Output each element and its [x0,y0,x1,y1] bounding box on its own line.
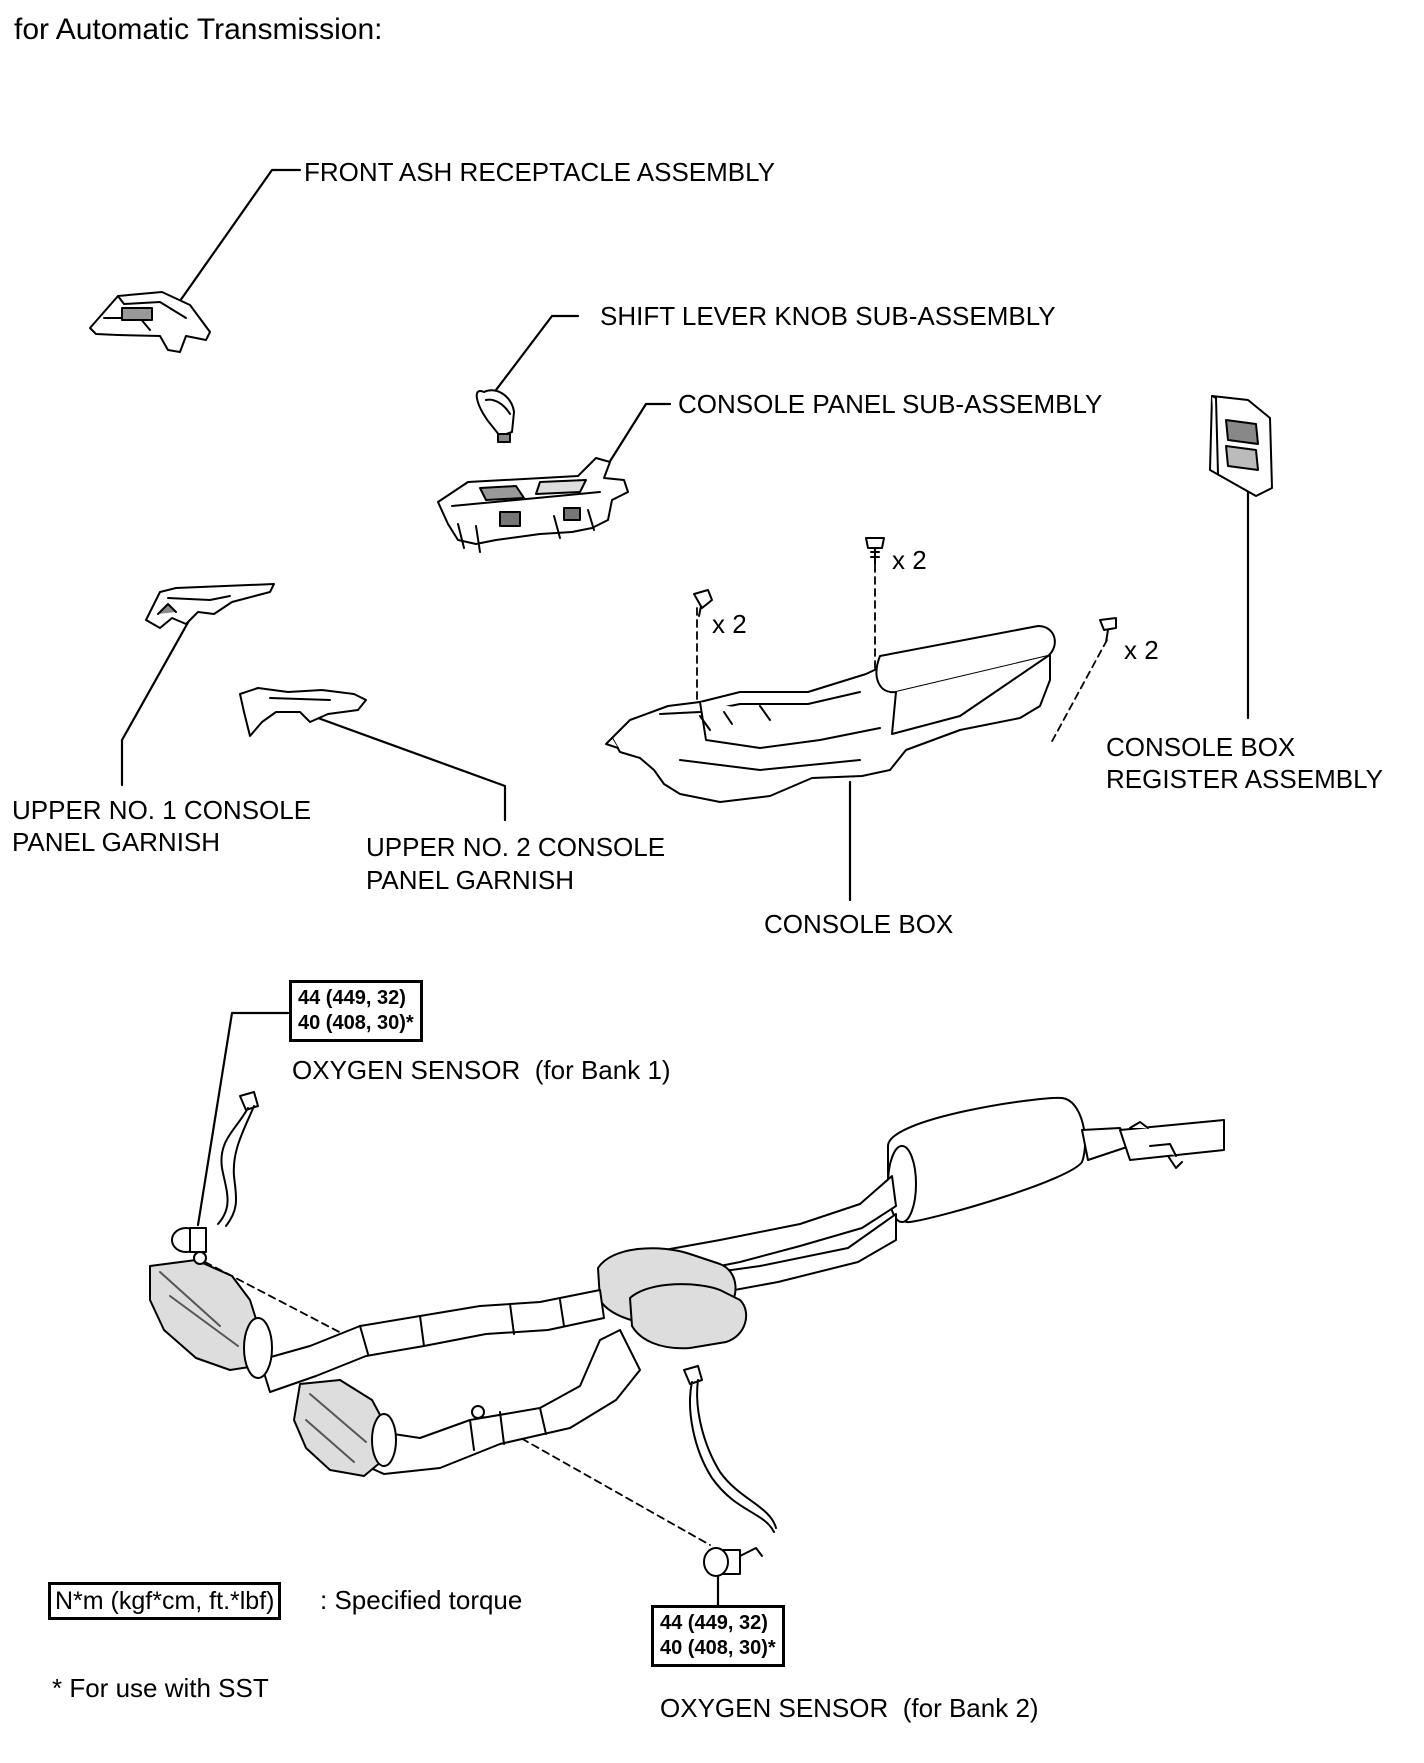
label-shift-lever-knob: SHIFT LEVER KNOB SUB-ASSEMBLY [600,301,1056,331]
exhaust-drawing [149,1096,1225,1477]
front-ash-receptacle-drawing [89,291,211,353]
label-garnish1-line2: PANEL GARNISH [12,827,221,857]
qty-screw-top: x 2 [892,545,927,575]
torque-unit-box: N*m (kgf*cm, ft.*lbf) [48,1582,282,1620]
torque-spec-bank1: 44 (449, 32) 40 (408, 30)* [289,980,423,1042]
o2-bank1-name: OXYGEN SENSOR [292,1055,521,1085]
label-garnish2-line2: PANEL GARNISH [366,865,575,895]
screw-top [865,537,885,565]
label-console-box: CONSOLE BOX [764,909,954,939]
console-register-drawing [1209,395,1273,497]
torque-bank1-line1: 44 (449, 32) [298,987,406,1009]
label-front-ash-receptacle: FRONT ASH RECEPTACLE ASSEMBLY [304,157,776,187]
garnish1-drawing [145,583,275,629]
torque-bank1-line2: 40 (408, 30)* [298,1012,414,1034]
o2-sensor-bank2-drawing [683,1365,777,1577]
shift-knob-drawing [475,389,515,443]
label-garnish1-line1: UPPER NO. 1 CONSOLE [12,795,312,825]
torque-spec-bank2: 44 (449, 32) 40 (408, 30)* [651,1605,785,1667]
label-o2-bank2: OXYGEN SENSOR (for Bank 2) [660,1692,1039,1724]
torque-bank2-line2: 40 (408, 30)* [660,1637,776,1659]
clip-left [693,589,713,617]
torque-unit-description: : Specified torque [320,1585,523,1615]
console-panel-drawing [437,457,629,553]
leader-lines [120,168,1250,1610]
screw-right [1099,617,1117,643]
o2-bank1-note: (for Bank 1) [534,1055,671,1085]
qty-screw-right: x 2 [1124,635,1159,665]
diagram-heading: for Automatic Transmission: [14,13,383,46]
label-o2-bank1: OXYGEN SENSOR (for Bank 1) [292,1054,671,1086]
label-register-line1: CONSOLE BOX [1106,732,1296,762]
garnish2-drawing [239,687,367,737]
label-register-line2: REGISTER ASSEMBLY [1106,764,1383,794]
label-garnish2-line1: UPPER NO. 2 CONSOLE [366,832,666,862]
label-console-panel: CONSOLE PANEL SUB-ASSEMBLY [678,389,1103,419]
qty-clip-left: x 2 [712,609,747,639]
o2-sensor-bank1-drawing [171,1091,259,1253]
o2-bank2-name: OXYGEN SENSOR [660,1693,889,1723]
sst-note: * For use with SST [52,1673,269,1703]
console-box-drawing [605,625,1056,803]
torque-bank2-line1: 44 (449, 32) [660,1612,768,1634]
o2-bank2-note: (for Bank 2) [902,1693,1039,1723]
